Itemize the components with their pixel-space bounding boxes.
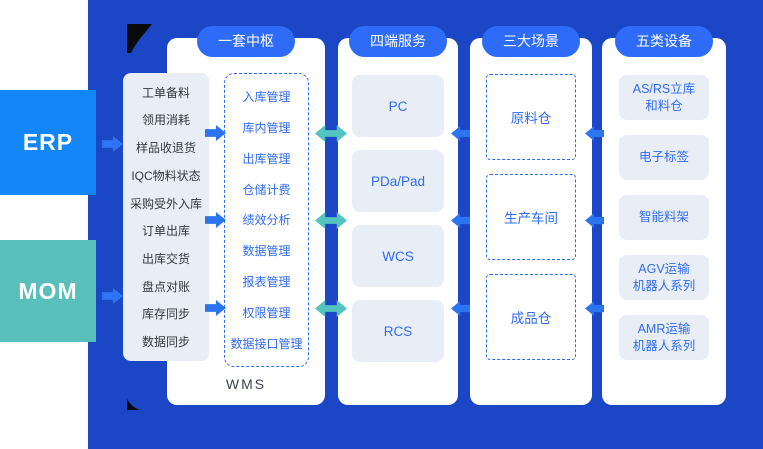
hub-pill: 一套中枢: [197, 26, 295, 57]
scenes-pill: 三大场景: [482, 26, 580, 57]
list-item: 数据接口管理: [230, 337, 303, 352]
erp-label: ERP: [22, 129, 74, 155]
bidirectional-arrow-icon: [315, 212, 347, 229]
device-box: AS/RS立库 和料仓: [619, 75, 709, 120]
list-item: 库内管理: [242, 120, 291, 135]
corner-wedge-decoration-icon: [127, 397, 140, 415]
list-item: 仓储计费: [242, 182, 291, 197]
erp-mom-sync-item-list: 工单备料 领用消耗 样品收退货 IQC物料状态 采购受外入库 订单出库 出库交货…: [123, 73, 209, 361]
list-item: 数据管理: [242, 244, 291, 259]
list-item: 入库管理: [242, 89, 291, 104]
services-box-list: PC PDa/Pad WCS RCS: [338, 38, 458, 362]
devices-box-list: AS/RS立库 和料仓 电子标签 智能料架 AGV运输 机器人系列 AMR运输 …: [602, 38, 726, 360]
list-item: 报表管理: [242, 275, 291, 290]
list-item: 领用消耗: [141, 113, 190, 128]
scenes-box-list: 原料仓 生产车间 成品仓: [470, 38, 592, 360]
scene-box: 原料仓: [486, 74, 576, 160]
list-item: 出库管理: [242, 151, 291, 166]
list-item: 权限管理: [242, 306, 291, 321]
list-item: 采购受外入库: [129, 196, 202, 211]
device-box: 电子标签: [619, 135, 709, 180]
service-box: PC: [352, 75, 444, 137]
scene-box: 成品仓: [486, 274, 576, 360]
services-pill: 四端服务: [349, 26, 447, 57]
list-item: 样品收退货: [135, 141, 196, 156]
service-box: RCS: [352, 300, 444, 362]
erp-system-box: ERP: [0, 90, 96, 195]
bidirectional-arrow-icon: [315, 300, 347, 317]
device-box: 智能料架: [619, 195, 709, 240]
list-item: 出库交货: [141, 252, 190, 267]
list-item: 库存同步: [141, 307, 190, 322]
corner-flag-decoration-icon: [127, 24, 153, 58]
scene-box: 生产车间: [486, 174, 576, 260]
list-item: 盘点对账: [141, 279, 190, 294]
mom-system-box: MOM: [0, 240, 96, 342]
device-box: AGV运输 机器人系列: [619, 255, 709, 300]
device-box: AMR运输 机器人系列: [619, 315, 709, 360]
mom-label: MOM: [18, 277, 78, 304]
bidirectional-arrow-icon: [315, 125, 347, 142]
list-item: 工单备料: [141, 85, 190, 100]
list-item: 数据同步: [141, 335, 190, 350]
list-item: 绩效分析: [242, 213, 291, 228]
list-item: 订单出库: [141, 224, 190, 239]
list-item: IQC物料状态: [131, 168, 201, 183]
wms-caption: WMS: [225, 376, 267, 392]
wms-module-list: 入库管理 库内管理 出库管理 仓储计费 绩效分析 数据管理 报表管理 权限管理 …: [224, 73, 309, 367]
service-box: PDa/Pad: [352, 150, 444, 212]
scenes-card: [470, 38, 592, 405]
devices-pill: 五类设备: [615, 26, 713, 57]
service-box: WCS: [352, 225, 444, 287]
